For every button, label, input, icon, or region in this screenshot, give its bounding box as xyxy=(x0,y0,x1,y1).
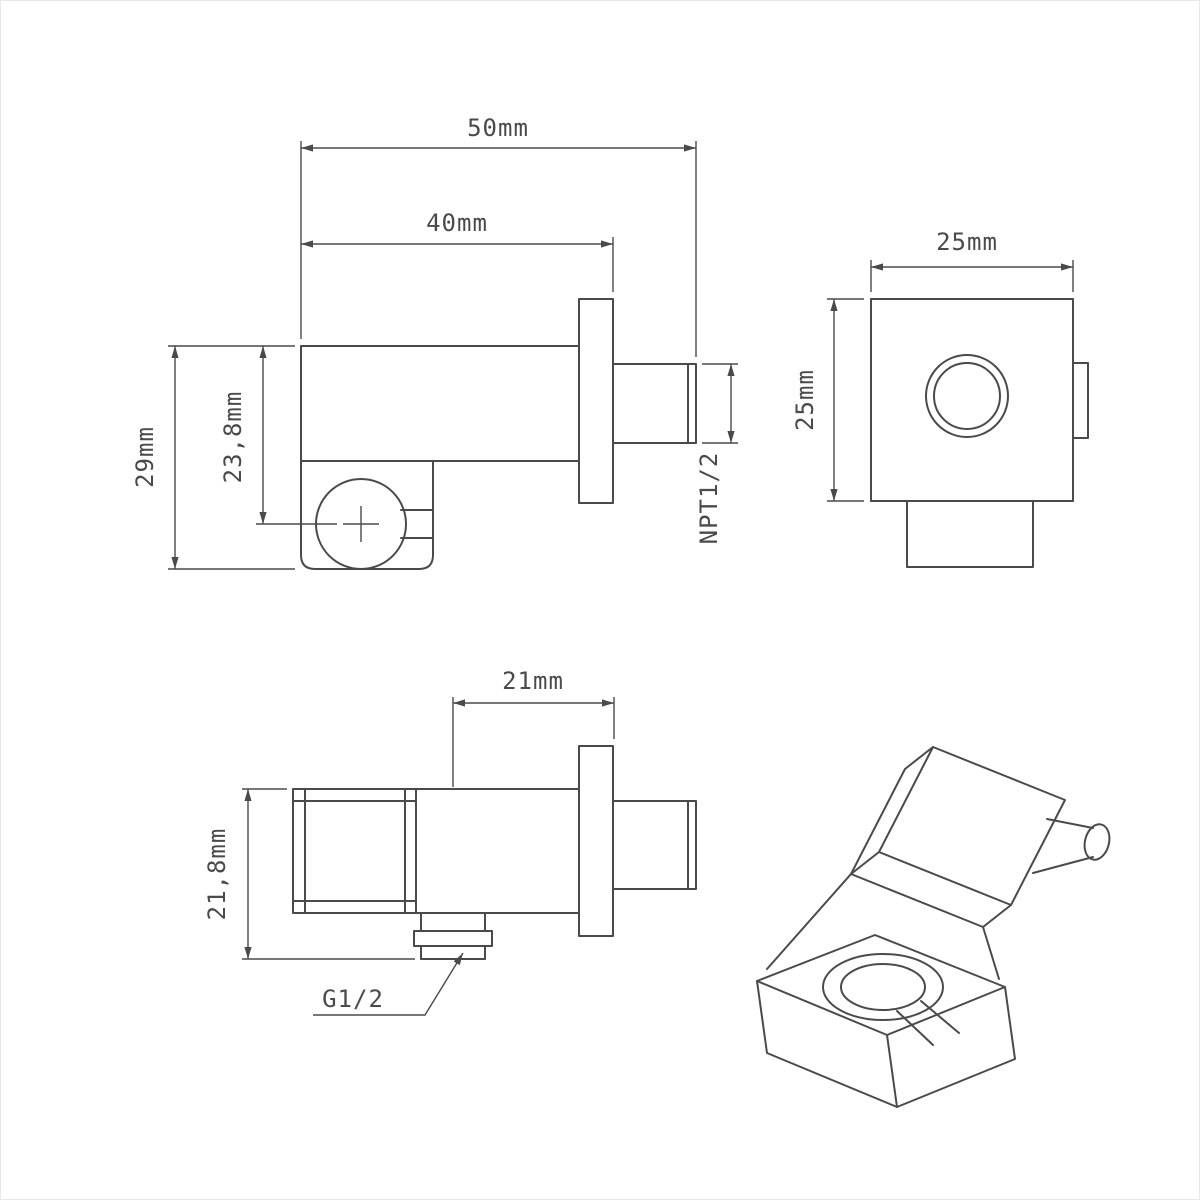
front-view xyxy=(870,298,1089,568)
dim-label-height: 25mm xyxy=(791,369,819,431)
side-view-dimensions: 50mm 40mm 29mm 23,8mm NPT1/2 xyxy=(131,114,738,570)
iso-holder-front-edge xyxy=(886,1034,898,1108)
inlet-nipple xyxy=(612,363,697,444)
inlet-bore-outer xyxy=(925,354,1009,438)
side-nipple-stub xyxy=(1072,362,1089,439)
dim-label-width: 25mm xyxy=(936,228,998,256)
outlet-collar xyxy=(413,930,493,947)
iso-knob-top-edge xyxy=(1046,818,1094,829)
dim-label-inlet-thread: NPT1/2 xyxy=(695,452,723,545)
front-view-dimensions: 25mm 25mm xyxy=(791,228,1074,502)
body-outline xyxy=(300,345,580,462)
leader-outlet-thread xyxy=(313,952,464,1016)
wall-flange xyxy=(578,298,614,504)
dim-label-body-length: 40mm xyxy=(426,209,488,237)
dim-label-depth: 21,8mm xyxy=(203,828,231,921)
holder-front xyxy=(906,500,1034,568)
isometric-view xyxy=(756,746,1111,1108)
iso-holder-front-faces xyxy=(756,980,1016,1108)
inlet-bore-inner xyxy=(933,362,1001,430)
dim-label-overall-height: 29mm xyxy=(131,426,159,488)
iso-knob-cap xyxy=(1083,823,1111,861)
inlet-nipple xyxy=(612,800,697,890)
iso-cradle-outer xyxy=(822,953,944,1021)
iso-cradle-slot-edge xyxy=(920,1000,960,1034)
iso-flange-face xyxy=(878,746,1066,906)
iso-cradle-inner xyxy=(840,963,926,1011)
iso-flange-bottom xyxy=(850,873,1012,928)
plan-view-dimensions: 21mm 21,8mm G1/2 xyxy=(203,667,615,1016)
dim-label-outlet-offset: 21mm xyxy=(502,667,564,695)
side-view xyxy=(300,298,697,570)
dim-label-outlet-thread: G1/2 xyxy=(322,985,384,1013)
dim-label-overall-length: 50mm xyxy=(467,114,529,142)
body-and-holder-outline xyxy=(292,788,580,914)
iso-body-left-edge xyxy=(766,873,852,970)
iso-knob-bottom-edge xyxy=(1032,856,1094,874)
wall-flange xyxy=(578,745,614,937)
iso-cradle-slot-edge xyxy=(896,1010,934,1046)
plan-view xyxy=(292,745,697,960)
iso-body-right-edge xyxy=(982,926,1000,980)
flange-face xyxy=(870,298,1074,502)
handset-holder xyxy=(300,460,434,570)
dim-label-holder-center: 23,8mm xyxy=(219,391,247,484)
iso-flange-side xyxy=(850,746,934,875)
